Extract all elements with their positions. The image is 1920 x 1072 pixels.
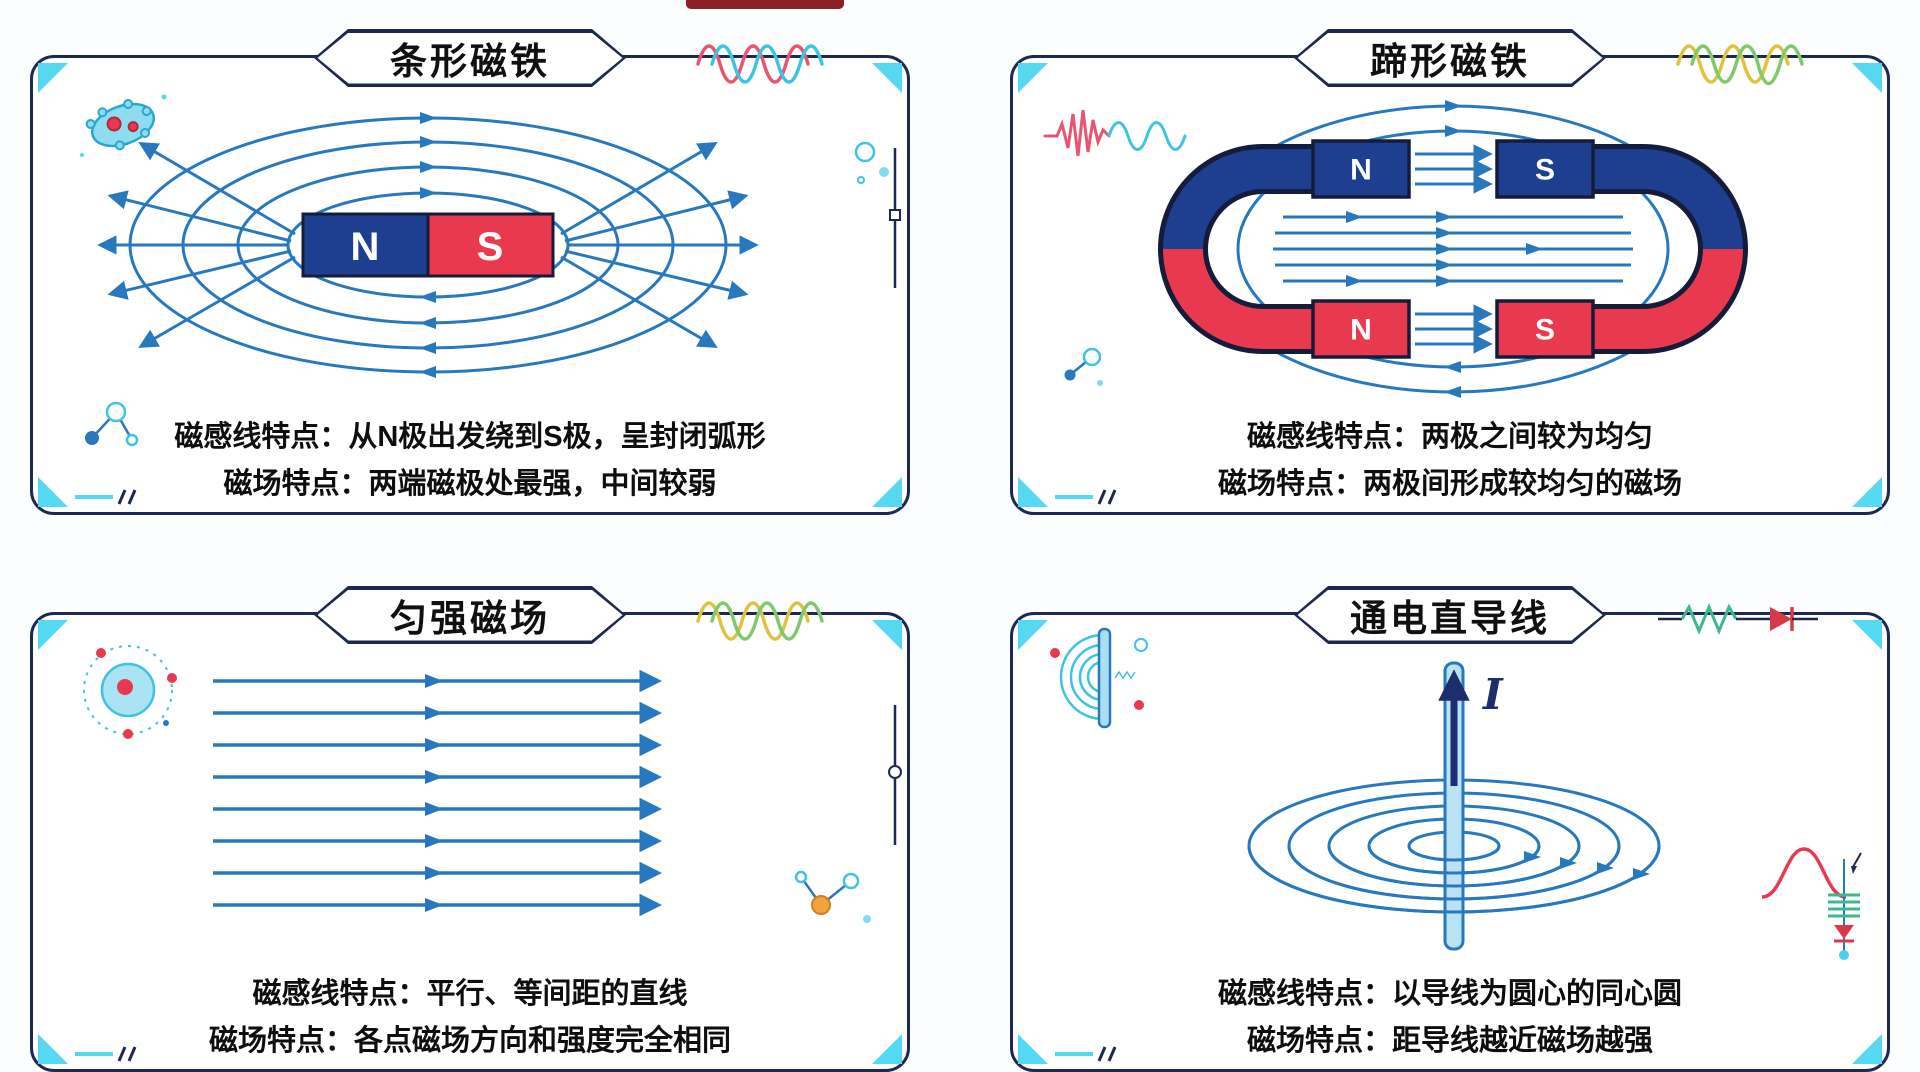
panel-title: 蹄形磁铁	[1298, 33, 1603, 84]
waveform-icon	[1676, 44, 1804, 86]
horseshoe-magnet-field-diagram: N S N S	[1158, 100, 1748, 398]
pole-labels: N S N S	[1350, 154, 1555, 347]
led-curve-icon	[1761, 847, 1862, 960]
corner-accent	[1852, 620, 1882, 650]
title-badge: 通电直导线	[1294, 586, 1606, 644]
panel-title: 条形磁铁	[318, 33, 623, 84]
current-label: I	[1482, 670, 1504, 719]
field-line-trait: 磁感线特点：从N极出发绕到S极，呈封闭弧形	[174, 421, 766, 453]
slash-marks-icon	[75, 1046, 137, 1062]
slash-marks-icon	[1055, 489, 1117, 505]
mid-field-arrows	[1346, 211, 1543, 287]
caption: 磁感线特点：以导线为圆心的同心圆 磁场特点：距导线越近磁场越强	[1013, 965, 1887, 1064]
corner-accent	[872, 63, 902, 93]
ring-direction-arrows	[1524, 851, 1650, 880]
uniform-field-diagram	[213, 669, 663, 917]
current-wire-field-diagram: I	[1247, 661, 1661, 951]
pole-label-top-left: N	[1350, 154, 1372, 187]
corner-accent	[1852, 63, 1882, 93]
pole-label-bottom-left: N	[1350, 314, 1372, 347]
waveform-icon	[696, 601, 824, 641]
title-badge: 条形磁铁	[314, 29, 626, 87]
title-badge: 匀强磁场	[314, 586, 626, 644]
field-trait: 磁场特点：距导线越近磁场越强	[1246, 1025, 1653, 1057]
coil-icon	[1050, 627, 1148, 729]
slash-marks-icon	[75, 489, 137, 505]
corner-accent	[872, 620, 902, 650]
horseshoe-magnets	[1158, 144, 1748, 354]
panel-current-wire: 通电直导线	[1010, 612, 1890, 1072]
outer-loop-arrows	[1444, 100, 1462, 398]
panel-title: 匀强磁场	[318, 590, 623, 641]
north-pole-label: N	[351, 225, 380, 269]
molecule-icon	[85, 401, 139, 447]
pole-blocks	[1311, 139, 1595, 359]
caption: 磁感线特点：两极之间较为均匀 磁场特点：两极间形成较均匀的磁场	[1013, 408, 1887, 507]
corner-accent	[38, 63, 68, 93]
corner-accent	[38, 620, 68, 650]
title-badge: 蹄形磁铁	[1294, 29, 1606, 87]
field-trait: 磁场特点：两端磁极处最强，中间较弱	[223, 468, 717, 500]
field-trait: 磁场特点：两极间形成较均匀的磁场	[1217, 468, 1682, 500]
mid-field-arrows	[425, 674, 443, 912]
field-trait: 磁场特点：各点磁场方向和强度完全相同	[208, 1025, 731, 1057]
bar-magnet: N S	[301, 212, 555, 278]
top-banner-sliver	[686, 0, 844, 9]
field-arrows	[419, 112, 437, 378]
field-line-trait: 磁感线特点：以导线为圆心的同心圆	[1217, 978, 1682, 1010]
wire	[1443, 661, 1465, 951]
ecg-waveform-icon	[1043, 109, 1187, 157]
pole-label-bottom-right: S	[1535, 314, 1555, 347]
waveform-icon	[696, 44, 824, 84]
caption: 磁感线特点：平行、等间距的直线 磁场特点：各点磁场方向和强度完全相同	[33, 965, 907, 1064]
microbe-icon	[80, 94, 167, 157]
molecule-icon	[1064, 347, 1103, 386]
edge-tick-icon	[888, 705, 902, 845]
bubbles-icon	[854, 141, 889, 184]
pole-label-top-right: S	[1535, 154, 1555, 187]
resistor-diode-icon	[1658, 603, 1818, 635]
field-line-trait: 磁感线特点：平行、等间距的直线	[252, 978, 688, 1010]
edge-tick-icon	[889, 148, 901, 288]
molecule-icon	[794, 870, 871, 923]
atom-icon	[83, 645, 177, 739]
panel-uniform-field: 匀强磁场	[30, 612, 910, 1072]
panel-horseshoe-magnet: 蹄形磁铁	[1010, 55, 1890, 515]
caption: 磁感线特点：从N极出发绕到S极，呈封闭弧形 磁场特点：两端磁极处最强，中间较弱	[33, 408, 907, 507]
field-line-trait: 磁感线特点：两极之间较为均匀	[1246, 421, 1653, 453]
panel-bar-magnet: 条形磁铁	[30, 55, 910, 515]
bar-magnet-field-diagram: N S	[97, 112, 759, 378]
panel-title: 通电直导线	[1298, 590, 1603, 641]
slash-marks-icon	[1055, 1046, 1117, 1062]
south-pole-label: S	[477, 225, 504, 269]
corner-accent	[1018, 63, 1048, 93]
